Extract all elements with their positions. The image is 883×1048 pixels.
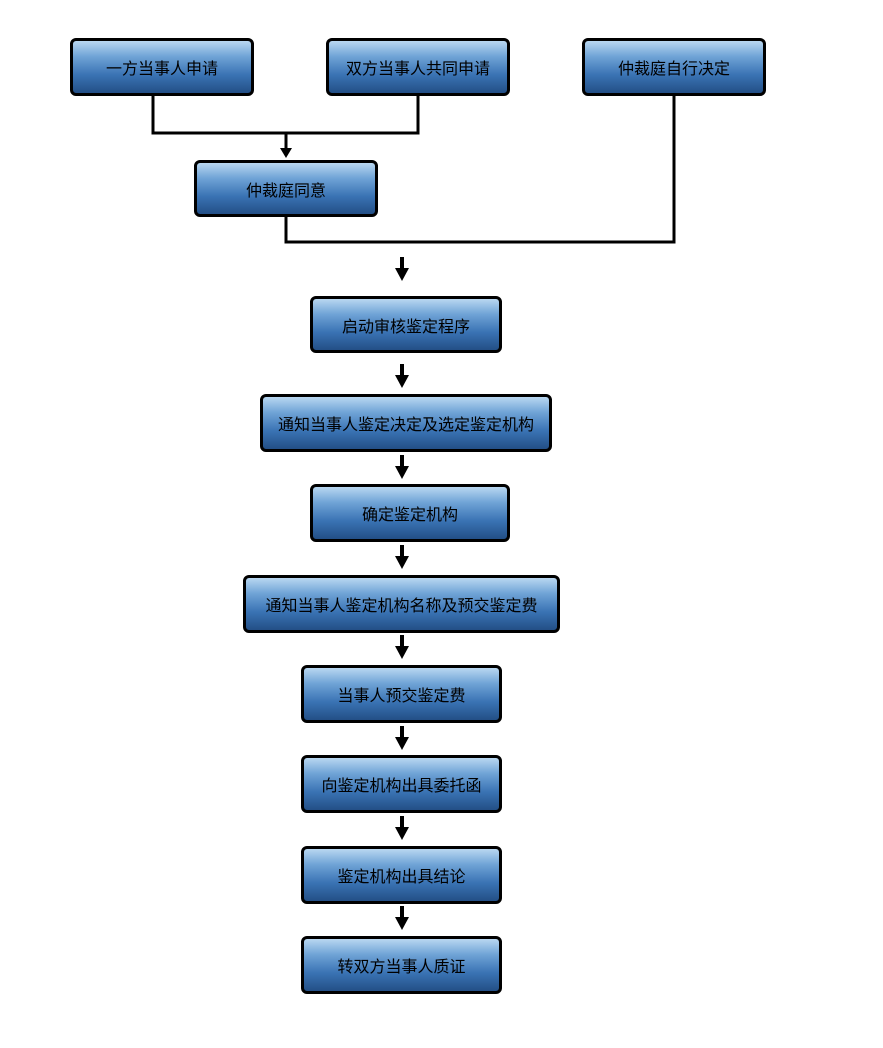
arrow-to-issue-letter — [395, 726, 409, 750]
node-notify-decision: 通知当事人鉴定决定及选定鉴定机构 — [260, 394, 552, 452]
connector-decision-merge — [284, 94, 676, 244]
arrow-to-confirm-institution — [395, 455, 409, 479]
arrow-to-cross-examination — [395, 906, 409, 930]
node-confirm-institution: 确定鉴定机构 — [310, 484, 510, 542]
node-tribunal-decides: 仲裁庭自行决定 — [582, 38, 766, 96]
node-notify-institution-fee: 通知当事人鉴定机构名称及预交鉴定费 — [243, 575, 560, 633]
arrow-to-notify-decision — [395, 364, 409, 388]
node-issue-letter: 向鉴定机构出具委托函 — [301, 755, 502, 813]
node-cross-examination: 转双方当事人质证 — [301, 936, 502, 994]
node-apply-both-parties: 双方当事人共同申请 — [326, 38, 510, 96]
node-tribunal-agrees: 仲裁庭同意 — [194, 160, 378, 217]
node-parties-prepay: 当事人预交鉴定费 — [301, 665, 502, 723]
node-apply-one-party: 一方当事人申请 — [70, 38, 254, 96]
arrow-to-start-review — [395, 257, 409, 281]
arrow-to-conclusion — [395, 816, 409, 840]
arrow-to-notify-fee — [395, 545, 409, 569]
connector-apply-merge — [151, 94, 420, 135]
arrow-to-parties-prepay — [395, 635, 409, 659]
node-institution-conclusion: 鉴定机构出具结论 — [301, 846, 502, 904]
arrowhead-1 — [280, 148, 292, 158]
node-start-review: 启动审核鉴定程序 — [310, 296, 502, 353]
